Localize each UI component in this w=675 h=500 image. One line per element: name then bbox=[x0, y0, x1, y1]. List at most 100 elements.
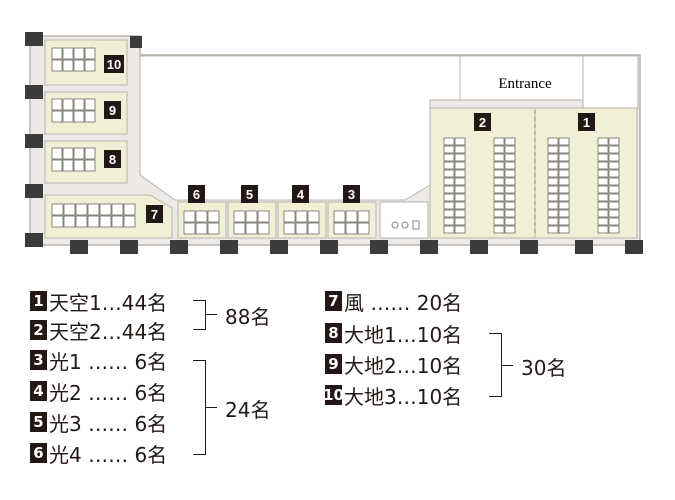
column bbox=[270, 240, 288, 254]
table bbox=[51, 147, 63, 160]
table bbox=[333, 222, 346, 235]
table bbox=[84, 159, 96, 172]
table bbox=[183, 210, 196, 223]
table bbox=[493, 185, 505, 194]
room-badge-2: 2 bbox=[474, 113, 491, 131]
table bbox=[608, 177, 620, 186]
table bbox=[443, 145, 455, 154]
table bbox=[51, 203, 64, 216]
legend-item: 7 風 …… 20名 bbox=[325, 287, 462, 315]
legend-item: 8 大地1…10名 bbox=[325, 319, 462, 347]
group-total: 30名 bbox=[521, 356, 567, 380]
table bbox=[233, 210, 246, 223]
table bbox=[608, 161, 620, 170]
table bbox=[547, 193, 559, 202]
column bbox=[320, 240, 338, 254]
room-badge-8: 8 bbox=[104, 150, 121, 168]
table bbox=[504, 137, 516, 146]
table bbox=[454, 225, 466, 234]
table bbox=[504, 169, 516, 178]
column bbox=[420, 240, 438, 254]
table bbox=[51, 215, 64, 228]
room-badge-7: 7 bbox=[146, 205, 163, 223]
column bbox=[470, 240, 488, 254]
table bbox=[493, 209, 505, 218]
table bbox=[87, 215, 100, 228]
room-badge-6: 6 bbox=[188, 185, 205, 203]
table bbox=[357, 222, 370, 235]
table bbox=[608, 201, 620, 210]
table bbox=[504, 209, 516, 218]
table bbox=[608, 145, 620, 154]
table bbox=[558, 137, 570, 146]
table bbox=[547, 145, 559, 154]
table bbox=[597, 169, 609, 178]
column bbox=[25, 32, 43, 46]
room-badge-label: 9 bbox=[109, 103, 116, 118]
table bbox=[207, 222, 220, 235]
table bbox=[493, 177, 505, 186]
table bbox=[443, 193, 455, 202]
legend-item: 9 大地2…10名 bbox=[325, 350, 462, 378]
column bbox=[70, 240, 88, 254]
room-number-badge: 4 bbox=[30, 381, 47, 401]
table bbox=[547, 177, 559, 186]
legend-item-text: 大地3…10名 bbox=[344, 384, 463, 409]
table bbox=[73, 159, 85, 172]
table bbox=[307, 210, 320, 223]
table bbox=[547, 169, 559, 178]
table bbox=[295, 222, 308, 235]
table bbox=[443, 185, 455, 194]
restroom-area bbox=[379, 201, 429, 239]
table bbox=[63, 215, 76, 228]
table bbox=[547, 209, 559, 218]
column bbox=[120, 240, 138, 254]
room-badge-3: 3 bbox=[343, 185, 360, 203]
room-badge-4: 4 bbox=[292, 185, 309, 203]
room-badge-1: 1 bbox=[578, 113, 595, 131]
table bbox=[207, 210, 220, 223]
table bbox=[547, 185, 559, 194]
legend-item-text: 大地2…10名 bbox=[344, 353, 463, 378]
table bbox=[493, 193, 505, 202]
table bbox=[73, 59, 85, 72]
table bbox=[443, 169, 455, 178]
table bbox=[443, 177, 455, 186]
table bbox=[443, 201, 455, 210]
table bbox=[75, 215, 88, 228]
corner-area bbox=[582, 55, 639, 109]
restroom-fixture bbox=[412, 220, 420, 230]
table bbox=[73, 147, 85, 160]
table bbox=[608, 185, 620, 194]
table bbox=[558, 145, 570, 154]
legend-item-text: 天空1…44名 bbox=[49, 290, 168, 315]
table bbox=[597, 217, 609, 226]
table bbox=[504, 145, 516, 154]
table bbox=[597, 137, 609, 146]
table bbox=[51, 59, 63, 72]
table bbox=[493, 225, 505, 234]
room-badge-label: 7 bbox=[151, 207, 158, 222]
table bbox=[245, 210, 258, 223]
table bbox=[84, 98, 96, 111]
group-total: 88名 bbox=[225, 305, 271, 329]
table bbox=[283, 222, 296, 235]
table bbox=[233, 222, 246, 235]
table bbox=[558, 217, 570, 226]
legend-bracket bbox=[193, 300, 217, 330]
table bbox=[493, 217, 505, 226]
column bbox=[370, 240, 388, 254]
legend-item-text: 光4 …… 6名 bbox=[49, 442, 168, 467]
table bbox=[111, 215, 124, 228]
table bbox=[608, 193, 620, 202]
table bbox=[73, 110, 85, 123]
table bbox=[454, 185, 466, 194]
table bbox=[307, 222, 320, 235]
table bbox=[51, 98, 63, 111]
table bbox=[357, 210, 370, 223]
table bbox=[504, 201, 516, 210]
table bbox=[504, 185, 516, 194]
table bbox=[195, 222, 208, 235]
table bbox=[84, 147, 96, 160]
table bbox=[84, 59, 96, 72]
